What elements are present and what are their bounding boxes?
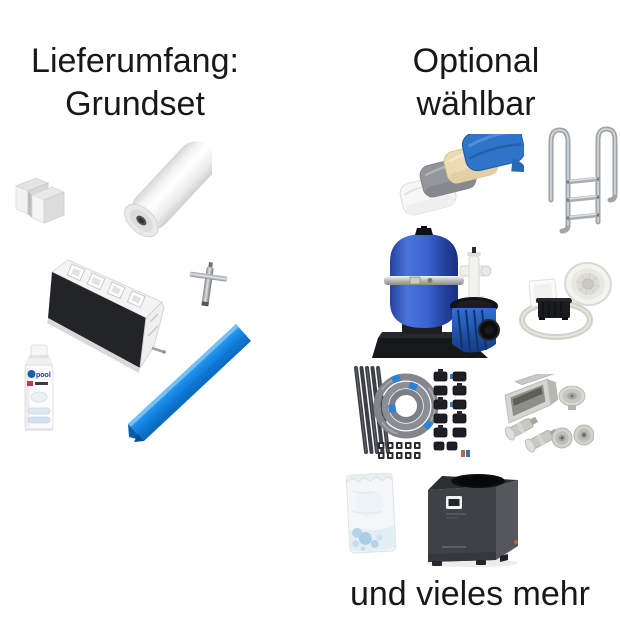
hose-set-image [350,364,472,462]
pool-wall-panel-image [46,256,168,378]
light-kit-image [510,256,618,348]
cover-stack-image [392,134,524,230]
spray-can-image: pool [18,342,60,436]
heat-pump-image [416,466,526,568]
anchor-pin-image [184,262,230,312]
sand-filter-image [372,226,508,366]
skimmer-set-image [498,374,594,456]
foam-blocks-image [10,166,72,228]
right-title-line1: Optional [412,42,540,80]
left-title-line2: Grundset [65,85,205,123]
cover-blue [461,134,524,173]
liner-profile-image [120,320,252,446]
spray-can-label: pool [36,372,51,379]
fleece-roll-image [112,140,212,250]
right-section-title: Optional wählbar [351,40,601,126]
filter-bag-image [340,466,404,558]
ladder-image [544,122,620,234]
footer-text: und vieles mehr [349,575,590,613]
left-title-line1: Lieferumfang: [31,42,239,80]
right-title-line2: wählbar [416,85,536,123]
left-section-title: Lieferumfang: Grundset [10,40,260,126]
